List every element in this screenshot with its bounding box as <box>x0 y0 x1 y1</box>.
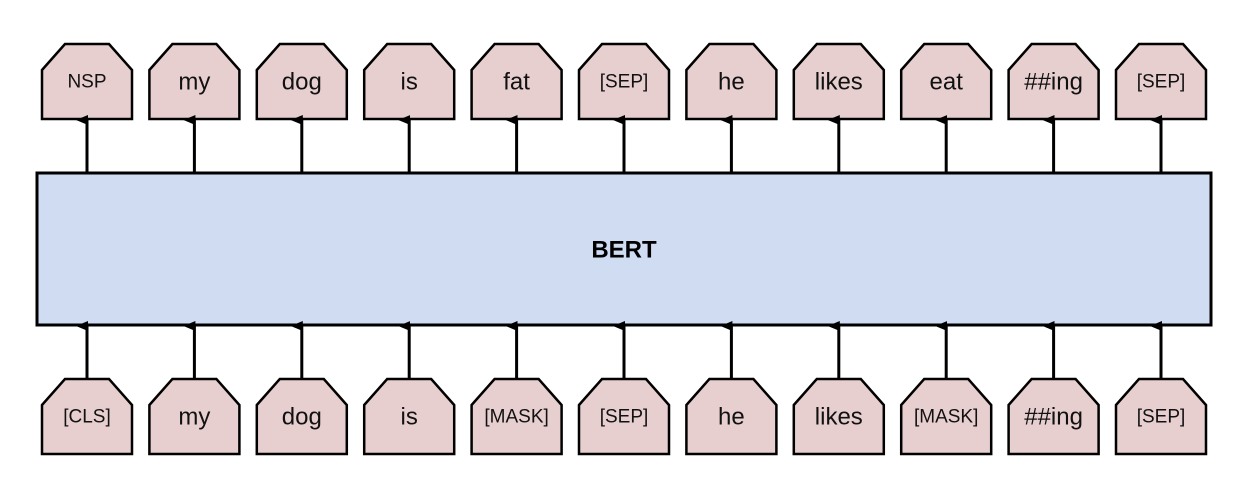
output-token: [SEP] <box>1114 42 1208 121</box>
input-token: [MASK] <box>470 377 563 456</box>
bert-label: BERT <box>591 237 657 264</box>
input-token-box <box>1114 377 1208 456</box>
input-token-label: [MASK] <box>484 407 548 428</box>
input-token-box <box>470 377 563 456</box>
input-token-label: dog <box>282 404 322 431</box>
output-token-label: dog <box>282 69 322 96</box>
output-token-box <box>685 42 778 121</box>
input-token: ##ing <box>1007 377 1100 456</box>
output-token-label: he <box>718 69 745 96</box>
input-token: likes <box>792 377 886 456</box>
output-token-box <box>792 42 886 121</box>
output-token-box <box>362 42 456 121</box>
output-token: ##ing <box>1007 42 1100 121</box>
input-token-box <box>148 377 241 456</box>
input-token: my <box>148 377 241 456</box>
input-token-label: [MASK] <box>914 407 978 428</box>
output-token-label: likes <box>815 69 863 96</box>
output-token: NSP <box>40 42 134 121</box>
input-token: he <box>685 377 778 456</box>
input-token-label: likes <box>815 404 863 431</box>
output-token: likes <box>792 42 886 121</box>
arrows <box>76 115 1163 379</box>
output-token-label: [SEP] <box>600 72 649 93</box>
input-token: [MASK] <box>899 377 993 456</box>
output-token-label: my <box>178 69 210 96</box>
input-token-label: [CLS] <box>63 407 111 428</box>
output-token: he <box>685 42 778 121</box>
input-token-box <box>792 377 886 456</box>
input-token: dog <box>255 377 349 456</box>
input-token-label: [SEP] <box>1137 407 1186 428</box>
output-token-label: NSP <box>67 72 106 93</box>
output-token-box <box>1007 42 1100 121</box>
output-token-box <box>1114 42 1208 121</box>
input-token: is <box>362 377 456 456</box>
output-token-box <box>255 42 349 121</box>
input-token-label: is <box>401 404 418 431</box>
output-token-box <box>470 42 563 121</box>
input-token-box <box>255 377 349 456</box>
output-token: is <box>362 42 456 121</box>
output-token-label: [SEP] <box>1137 72 1186 93</box>
input-token: [SEP] <box>1114 377 1208 456</box>
bert-model-box <box>35 171 1213 327</box>
input-token: [SEP] <box>577 377 671 456</box>
output-token-box <box>40 42 134 121</box>
input-token-box <box>40 377 134 456</box>
input-token-box <box>577 377 671 456</box>
input-token-box <box>362 377 456 456</box>
input-token: [CLS] <box>40 377 134 456</box>
input-token-label: [SEP] <box>600 407 649 428</box>
input-token-label: he <box>718 404 745 431</box>
input-token-label: my <box>178 404 210 431</box>
output-token: my <box>148 42 241 121</box>
output-tokens: NSP my dog is fat [SEP] he likes eat ##ing [SEP] <box>40 42 1208 121</box>
output-token: fat <box>470 42 563 121</box>
output-token: dog <box>255 42 349 121</box>
input-token-box <box>685 377 778 456</box>
output-token: [SEP] <box>577 42 671 121</box>
output-token-label: ##ing <box>1024 69 1083 96</box>
input-token-box <box>899 377 993 456</box>
output-token-label: eat <box>930 69 964 96</box>
output-token-box <box>148 42 241 121</box>
output-token-box <box>899 42 993 121</box>
input-token-label: ##ing <box>1024 404 1083 431</box>
output-token-box <box>577 42 671 121</box>
input-token-box <box>1007 377 1100 456</box>
input-tokens: [CLS] my dog is [MASK] [SEP] he likes [MASK] ##in… <box>40 377 1208 456</box>
output-token: eat <box>899 42 993 121</box>
output-token-label: is <box>401 69 418 96</box>
output-token-label: fat <box>503 69 530 96</box>
